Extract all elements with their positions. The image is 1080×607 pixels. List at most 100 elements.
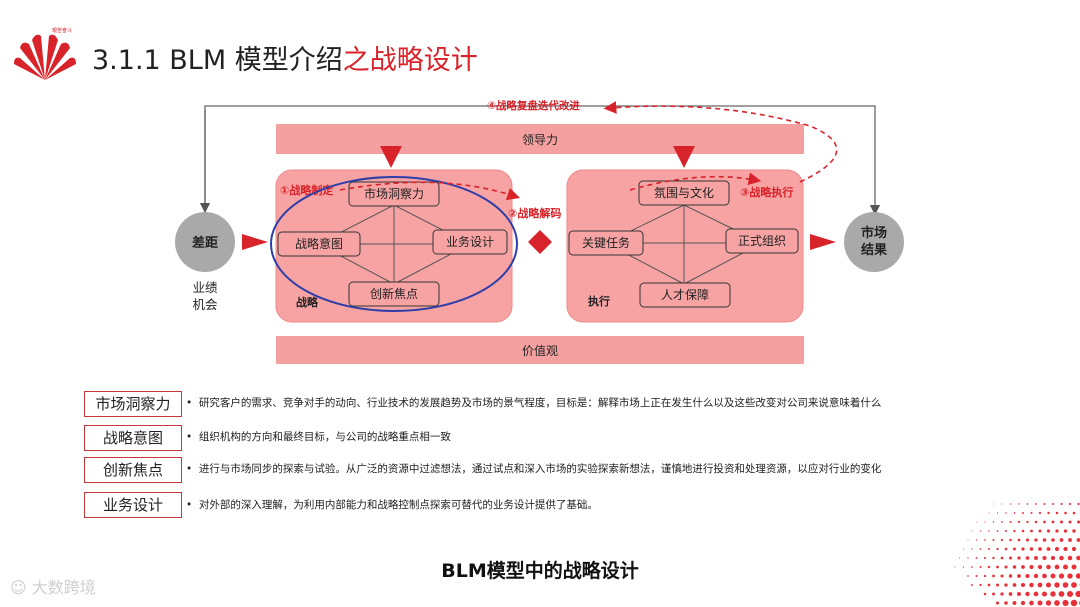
decor-dot (1063, 529, 1068, 533)
innovation-focus-node (348, 281, 440, 307)
result-label-2: 结果 (861, 242, 887, 258)
decor-dot (1017, 520, 1021, 524)
decor-dot (954, 566, 956, 568)
decor-dot (1016, 591, 1022, 597)
key-tasks-node (568, 230, 644, 256)
figure-caption: BLM模型中的战略设计 (441, 560, 639, 582)
decor-dot (1054, 564, 1060, 570)
execution-panel (566, 169, 804, 323)
decor-dot (1050, 591, 1056, 597)
title-prefix: 3.1.1 BLM 模型介绍 (92, 45, 343, 76)
result-label-1: 市场 (861, 225, 887, 241)
decor-dot (1072, 511, 1076, 515)
decor-dot (1067, 573, 1073, 579)
decor-dot (995, 601, 1000, 605)
page-title: 3.1.1 BLM 模型介绍之战略设计 (92, 38, 478, 77)
watermark: ☺ 大数跨境 (10, 574, 96, 598)
market-insight-label: 市场洞察力 (364, 186, 424, 201)
decor-dot (1042, 538, 1047, 542)
bullet-icon: • (186, 397, 193, 409)
decorative-dots (954, 502, 1080, 607)
decor-dot (975, 557, 978, 559)
key-tasks-label: 关键任务 (582, 235, 630, 250)
legend-term-market-insight: 市场洞察力 (84, 391, 182, 417)
decor-dot (1042, 573, 1047, 579)
decor-dot (1046, 547, 1051, 551)
decor-dot (1076, 555, 1080, 561)
decor-dot (1025, 538, 1030, 542)
decor-dot (1050, 573, 1056, 579)
decor-dot (1066, 590, 1074, 598)
decor-dot (1000, 592, 1004, 596)
decor-dot (1021, 565, 1025, 569)
decor-dot (1008, 556, 1013, 560)
decor-dot (987, 565, 991, 569)
decor-dot (1047, 511, 1050, 515)
decor-dot (1013, 529, 1016, 533)
decor-dot (983, 592, 987, 596)
gap-sub-2: 机会 (192, 297, 218, 312)
decor-dot (988, 548, 990, 550)
watermark-text: 大数跨境 (31, 578, 96, 597)
decor-dot (975, 539, 978, 541)
decor-dot (996, 530, 999, 532)
decor-dot (992, 592, 995, 596)
decor-dot (1017, 556, 1021, 560)
decor-dot (1037, 582, 1043, 588)
title-highlight: 之战略设计 (342, 45, 478, 76)
decor-dot (979, 548, 982, 550)
decor-dot (967, 575, 969, 577)
decor-dot (1068, 538, 1072, 542)
decor-dot (1029, 565, 1034, 569)
decor-dot (1020, 582, 1026, 588)
decor-dot (1058, 573, 1065, 579)
logo-tagline: 艰苦奋斗 (52, 27, 72, 34)
strategy-corner-label: 战略 (296, 295, 319, 309)
decor-dot (1029, 547, 1034, 551)
decor-dot (1004, 565, 1008, 569)
huawei-logo-icon: 艰苦奋斗 (14, 27, 76, 80)
decor-dot (975, 575, 978, 577)
decor-dot (971, 566, 973, 568)
decor-dot (1054, 546, 1060, 552)
decor-dot (1034, 556, 1038, 560)
decor-dot (1004, 583, 1008, 587)
decor-dot (1050, 555, 1056, 561)
bullet-icon: • (186, 431, 193, 443)
values-bar (276, 336, 804, 364)
decor-dot (1054, 600, 1060, 606)
strategic-intent-node (277, 231, 361, 257)
decor-dot (1029, 600, 1034, 606)
decor-dot (1060, 502, 1063, 506)
decor-dot (984, 539, 986, 541)
decode-label: ②战略解码 (508, 206, 561, 220)
decor-dot (1013, 512, 1016, 514)
decor-dot (979, 530, 982, 532)
decor-dot (1070, 599, 1078, 607)
decor-dot (1013, 547, 1016, 551)
watermark-icon: ☺ (10, 578, 32, 597)
strategy-down-triangle (380, 146, 402, 168)
gap-sub-1: 业绩 (192, 280, 218, 295)
decor-dot (1063, 546, 1068, 552)
decor-dot (1009, 521, 1012, 523)
decor-dot (1064, 511, 1067, 515)
legend-desc-business-design-text: 对外部的深入理解，为利用内部能力和战略控制点探索可替代的业务设计提供了基础。 (198, 499, 598, 511)
decor-dot (1035, 503, 1037, 505)
decor-dot (1076, 538, 1080, 542)
decor-dot (1059, 555, 1064, 561)
decor-dot (1060, 520, 1063, 524)
decor-dot (987, 583, 991, 587)
decor-dot (996, 565, 999, 569)
decor-dot (1008, 574, 1013, 578)
decor-dot (1026, 503, 1029, 505)
strategic-intent-label: 战略意图 (295, 236, 343, 251)
execution-step-label: ③战略执行 (740, 185, 793, 199)
decode-dashed-arrow (339, 181, 521, 201)
focus-ellipse (270, 176, 518, 312)
decor-dot (988, 530, 990, 532)
decor-dot (1012, 601, 1017, 605)
decor-dot (971, 584, 973, 586)
decor-dot (958, 557, 961, 559)
